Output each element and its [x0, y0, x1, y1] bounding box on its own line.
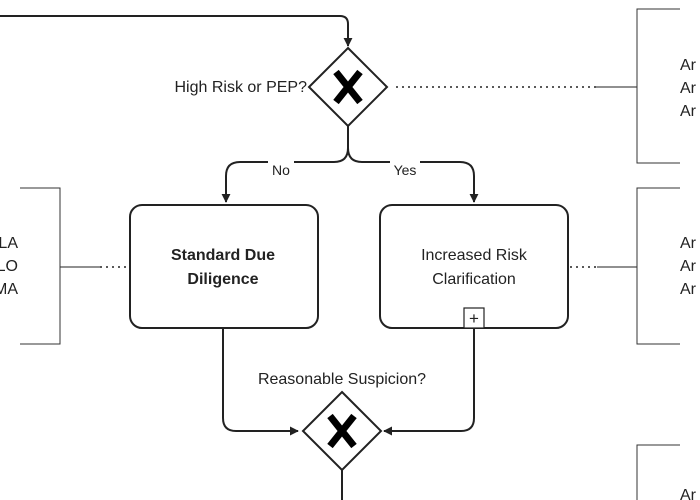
flow-yes-label: Yes: [394, 162, 417, 178]
annotation-right-bottom-line1: Ar: [680, 487, 697, 500]
gateway-top-question: High Risk or PEP?: [175, 79, 308, 96]
task-standard-line2: Diligence: [187, 271, 258, 288]
task-increased-risk[interactable]: Increased Risk Clarification +: [379, 204, 569, 329]
annotation-left-line1: LA: [0, 235, 18, 252]
annotation-right-mid-bracket: [636, 187, 680, 345]
task-increased-line2: Clarification: [432, 271, 516, 288]
annotation-right-top-line2: Ar: [680, 80, 697, 97]
annotation-right-mid-line2: Ar: [680, 258, 697, 275]
flow-increased-to-bottom[interactable]: [383, 328, 475, 436]
gateway-reasonable-suspicion[interactable]: [301, 390, 383, 472]
gateway-bottom-question: Reasonable Suspicion?: [258, 371, 426, 388]
exclusive-x-icon: [327, 413, 357, 449]
subprocess-marker: +: [469, 309, 479, 328]
annotation-left-line2: LO: [0, 258, 18, 275]
annotation-left-bracket: [20, 187, 61, 345]
task-standard-line1: Standard Due: [171, 247, 275, 264]
annotation-right-top-bracket: [636, 8, 680, 164]
annotation-right-mid-line1: Ar: [680, 235, 697, 252]
exclusive-x-icon: [333, 69, 363, 105]
task-increased-line1: Increased Risk: [421, 247, 528, 264]
annotation-right-top-line3: Ar: [680, 103, 697, 120]
gateway-high-risk[interactable]: [307, 46, 389, 128]
annotation-left-line3: MA: [0, 281, 18, 298]
flow-standard-to-bottom[interactable]: [222, 328, 299, 436]
flow-yes[interactable]: [347, 147, 479, 203]
task-standard-due-diligence[interactable]: Standard Due Diligence: [129, 204, 319, 329]
annotation-right-mid-line3: Ar: [680, 281, 697, 298]
subprocess-expand-icon[interactable]: +: [463, 307, 485, 329]
flow-no-label: No: [272, 162, 290, 178]
annotation-right-top-line1: Ar: [680, 57, 697, 74]
annotation-right-bottom-bracket: [636, 444, 680, 500]
flow-incoming-top[interactable]: [0, 15, 353, 47]
